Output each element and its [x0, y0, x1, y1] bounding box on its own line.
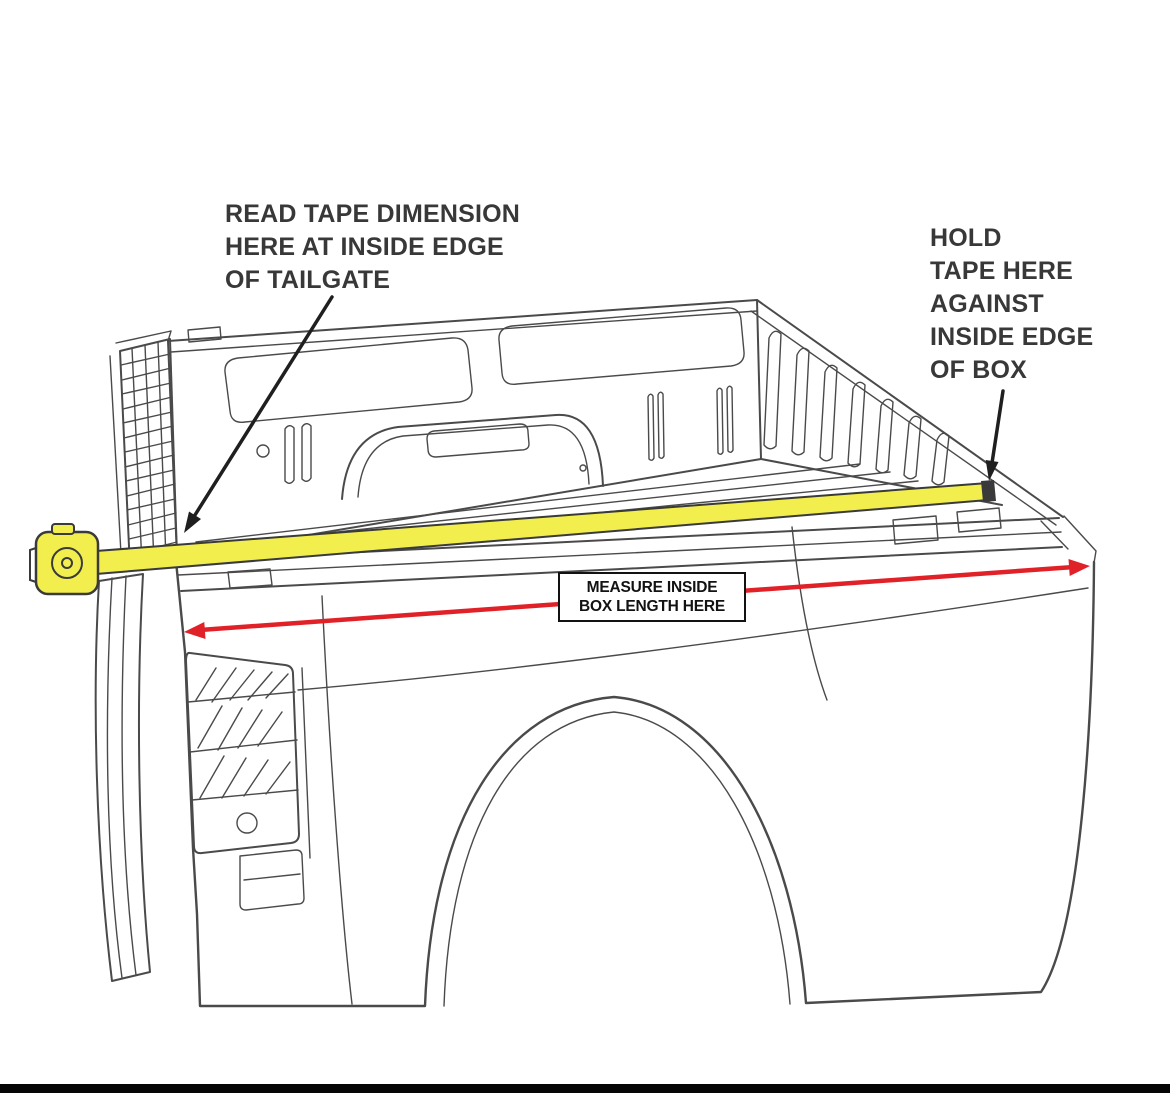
- measure-label-box: MEASURE INSIDE BOX LENGTH HERE: [558, 572, 746, 622]
- outer-body-panel: [174, 526, 1096, 1008]
- annotation-hold-tape: HOLD TAPE HERE AGAINST INSIDE EDGE OF BO…: [930, 222, 1093, 387]
- tailgate-grid: [109, 330, 178, 573]
- annotation-read-tape: READ TAPE DIMENSION HERE AT INSIDE EDGE …: [225, 198, 520, 297]
- annotation-line: INSIDE EDGE: [930, 323, 1094, 351]
- callout-arrow-tailgate-icon: [184, 295, 334, 533]
- annotation-line: HERE AT INSIDE EDGE: [225, 233, 504, 261]
- annotation-line: OF TAILGATE: [225, 266, 391, 294]
- tape-end-hook: [981, 480, 996, 502]
- dimension-arrowhead-left: [184, 622, 206, 639]
- measure-label-line: MEASURE INSIDE: [586, 579, 718, 596]
- annotation-line: AGAINST: [930, 290, 1044, 318]
- dimension-arrowhead-right: [1068, 559, 1090, 576]
- measure-label-line: BOX LENGTH HERE: [579, 598, 725, 615]
- callout-arrow-box-icon: [985, 389, 1005, 481]
- rear-bumper: [94, 573, 151, 982]
- annotation-line: READ TAPE DIMENSION: [225, 200, 521, 228]
- truck-bed-drawing: [94, 299, 1097, 1008]
- tape-measure-icon: [29, 480, 996, 596]
- wheel-arch: [443, 711, 791, 1007]
- tape-body: [34, 530, 100, 596]
- taillight: [185, 651, 305, 911]
- annotation-line: TAPE HERE: [930, 257, 1074, 285]
- annotation-line: OF BOX: [930, 356, 1028, 384]
- annotation-line: HOLD: [930, 224, 1002, 252]
- bottom-bar: [0, 1084, 1170, 1093]
